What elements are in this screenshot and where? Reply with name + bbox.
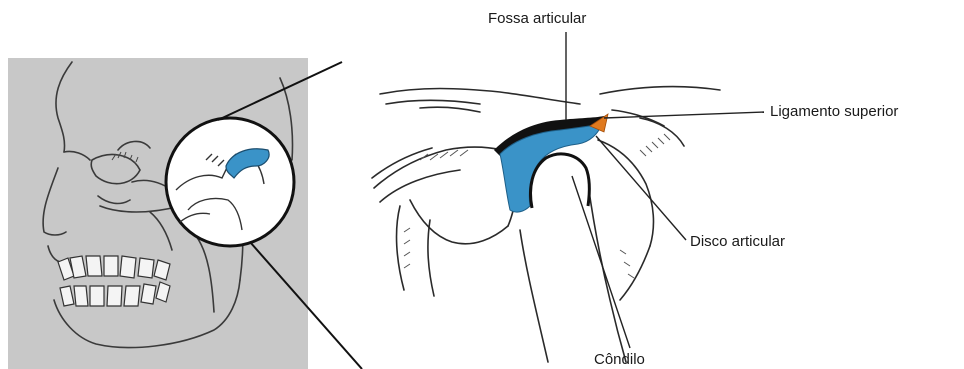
label-ligamento-superior: Ligamento superior	[770, 103, 898, 120]
label-condilo: Côndilo	[594, 351, 645, 368]
leader-condilo	[572, 176, 630, 348]
label-disco-articular: Disco articular	[690, 233, 785, 250]
label-fossa-articular: Fossa articular	[488, 10, 586, 27]
